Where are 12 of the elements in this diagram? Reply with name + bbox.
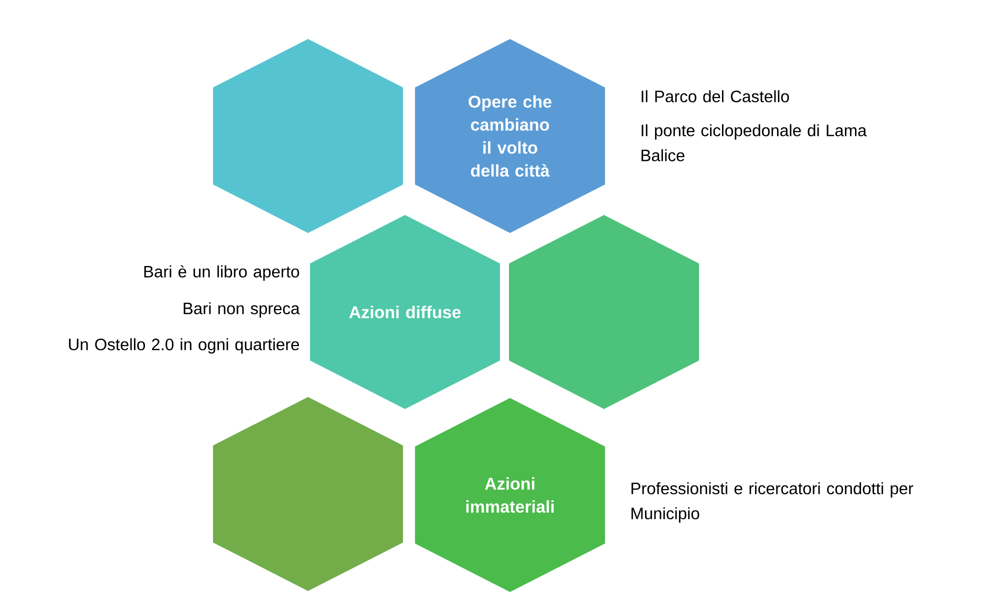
- beside-text: Bari è un libro aperto: [144, 265, 300, 281]
- hexagon: [213, 397, 403, 591]
- hexagon: [509, 215, 699, 409]
- beside-text: Il ponte ciclopedonale di Lama Balice: [642, 124, 867, 162]
- hexagon: [213, 39, 403, 233]
- hexagon: Azioni immateriali: [415, 398, 605, 592]
- hexagon: Opere che cambiano il volto della città: [415, 39, 605, 233]
- beside-text: Il Parco del Castello: [642, 90, 789, 102]
- beside-text: Bari non spreca: [184, 302, 300, 318]
- hexagon: Azioni diffuse: [310, 215, 500, 409]
- beside-text: Un Ostello 2.0 in ogni quartiere: [69, 338, 300, 354]
- beside-text: Professionisti e ricercatori condotti per Municipio: [632, 482, 914, 523]
